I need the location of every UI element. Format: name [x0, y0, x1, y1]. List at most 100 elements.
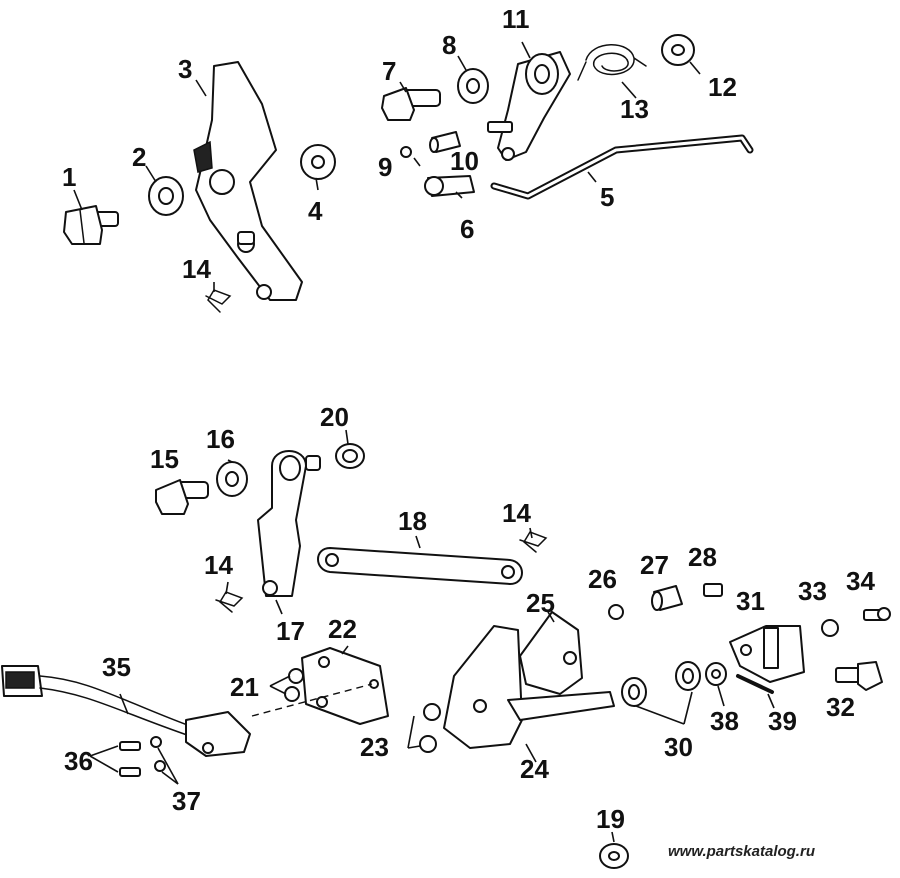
part-13-spring — [577, 44, 647, 81]
part-7-bolt — [381, 87, 441, 121]
part-28-set-screw — [703, 583, 723, 597]
part-26-ball — [608, 604, 624, 620]
svg-text:31: 31 — [736, 586, 765, 616]
callout-2: 2 — [132, 142, 146, 172]
callout-8: 8 — [442, 30, 456, 60]
svg-text:38: 38 — [710, 706, 739, 736]
callout-23: 23 — [360, 732, 389, 762]
svg-text:5: 5 — [600, 182, 614, 212]
part-11-lever — [487, 51, 571, 161]
part-25-cam — [519, 611, 583, 695]
callout-37: 37 — [172, 786, 201, 816]
svg-text:14: 14 — [182, 254, 211, 284]
part-31-bracket — [729, 625, 805, 683]
callout-39: 39 — [768, 706, 797, 736]
callout-21: 21 — [230, 672, 259, 702]
svg-text:21: 21 — [230, 672, 259, 702]
svg-text:32: 32 — [826, 692, 855, 722]
dashed-guide-line — [251, 683, 373, 717]
part-38-washer — [705, 662, 727, 686]
watermark-text: www.partskatalog.ru — [668, 843, 815, 860]
callout-11: 11 — [502, 4, 530, 34]
part-21-screws — [284, 668, 304, 702]
callout-36: 36 — [64, 746, 93, 776]
callout-5: 5 — [600, 182, 614, 212]
callout-33: 33 — [798, 576, 827, 606]
part-14-clip-right — [519, 531, 548, 553]
part-35-sensor — [1, 665, 251, 757]
callout-19: 19 — [596, 804, 625, 834]
svg-text:30: 30 — [664, 732, 693, 762]
part-10-bushing — [429, 131, 461, 153]
callout-25: 25 — [526, 588, 555, 618]
svg-text:26: 26 — [588, 564, 617, 594]
callout-12: 12 — [708, 72, 737, 102]
svg-text:17: 17 — [276, 616, 305, 646]
callout-6: 6 — [460, 214, 474, 244]
part-27-bushing — [651, 585, 683, 611]
callout-7: 7 — [382, 56, 396, 86]
part-39-pin — [736, 674, 774, 694]
callout-14-right: 14 — [502, 498, 531, 528]
callout-38: 38 — [710, 706, 739, 736]
callout-28: 28 — [688, 542, 717, 572]
callout-4: 4 — [308, 196, 323, 226]
svg-text:33: 33 — [798, 576, 827, 606]
svg-text:39: 39 — [768, 706, 797, 736]
part-5-link-rod — [490, 134, 754, 200]
callout-18: 18 — [398, 506, 427, 536]
svg-text:4: 4 — [308, 196, 323, 226]
callout-34: 34 — [846, 566, 875, 596]
part-23-screws — [419, 703, 441, 753]
svg-text:3: 3 — [178, 54, 192, 84]
part-9-nut — [400, 146, 412, 158]
callout-1: 1 — [62, 162, 76, 192]
svg-text:14: 14 — [204, 550, 233, 580]
part-24-bracket — [443, 625, 615, 749]
callout-20: 20 — [320, 402, 349, 432]
svg-text:28: 28 — [688, 542, 717, 572]
callout-31: 31 — [736, 586, 765, 616]
part-2-washer — [148, 176, 184, 216]
part-22-plate — [301, 647, 389, 725]
part-14-clip-top — [205, 289, 232, 313]
svg-text:www.partskatalog.ru: www.partskatalog.ru — [668, 843, 815, 860]
svg-text:20: 20 — [320, 402, 349, 432]
part-18-link — [317, 547, 523, 585]
svg-text:2: 2 — [132, 142, 146, 172]
part-36-screws — [119, 741, 141, 777]
svg-text:27: 27 — [640, 550, 669, 580]
svg-text:9: 9 — [378, 152, 392, 182]
svg-text:22: 22 — [328, 614, 357, 644]
svg-text:13: 13 — [620, 94, 649, 124]
callout-27: 27 — [640, 550, 669, 580]
svg-text:11: 11 — [502, 4, 530, 34]
svg-text:37: 37 — [172, 786, 201, 816]
part-19-washer — [599, 843, 629, 869]
callout-14-top: 14 — [182, 254, 211, 284]
callout-17: 17 — [276, 616, 305, 646]
callout-3: 3 — [178, 54, 192, 84]
callout-35: 35 — [102, 652, 131, 682]
callout-22: 22 — [328, 614, 357, 644]
svg-text:6: 6 — [460, 214, 474, 244]
part-30-bushings — [621, 661, 701, 707]
part-3-throttle-arm — [193, 61, 303, 301]
part-1-bolt — [63, 205, 119, 245]
part-4-washer — [300, 144, 336, 180]
part-32-bolt — [835, 661, 883, 691]
svg-text:1: 1 — [62, 162, 76, 192]
leader-lines — [73, 41, 775, 843]
callout-labels: 1 2 3 4 5 6 7 8 9 10 11 12 13 14 14 14 1… — [62, 4, 875, 834]
svg-text:8: 8 — [442, 30, 456, 60]
part-17-lever — [257, 450, 321, 597]
part-20-bushing — [335, 443, 365, 469]
part-12-washer — [661, 34, 695, 66]
svg-text:18: 18 — [398, 506, 427, 536]
svg-text:15: 15 — [150, 444, 179, 474]
svg-text:19: 19 — [596, 804, 625, 834]
callout-32: 32 — [826, 692, 855, 722]
svg-text:7: 7 — [382, 56, 396, 86]
